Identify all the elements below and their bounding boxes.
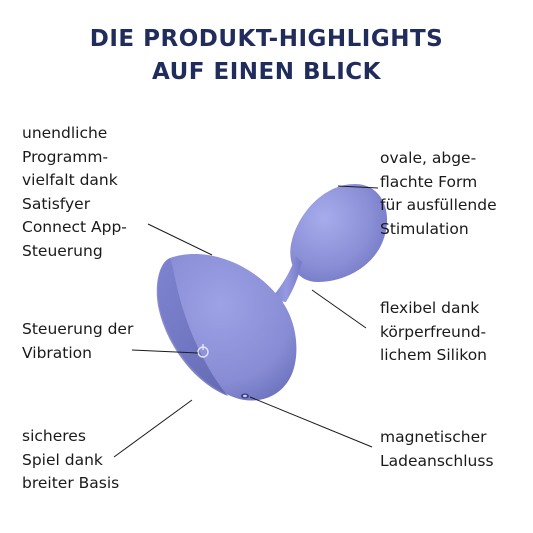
pointer-line-base [113, 399, 193, 458]
neck-shape [270, 256, 302, 302]
pointer-line-shape [337, 185, 379, 189]
feature-oval-shape: ovale, abge- flachte Form für ausfüllend… [380, 149, 497, 238]
heading-line-1: DIE PRODUKT-HIGHLIGHTS [89, 26, 444, 52]
charging-port-icon [241, 393, 249, 399]
feature-flexible-silicone: flexibel dank körperfreund- lichem Silik… [380, 299, 488, 364]
pointer-line-vibration [131, 349, 199, 354]
feature-app-control: unendliche Programm- vielfalt dank Satis… [22, 124, 127, 260]
base-flat-face [156, 258, 228, 396]
heading-line-2: AUF EINEN BLICK [152, 59, 381, 85]
pointer-line-silicone [311, 289, 367, 329]
bulb-shape [290, 184, 388, 282]
pointer-line-app [147, 223, 213, 256]
pointer-line-charging [249, 396, 373, 448]
feature-safe-base: sicheres Spiel dank breiter Basis [22, 427, 120, 492]
feature-vibration-control: Steuerung der Vibration [22, 320, 134, 362]
power-button-icon[interactable] [197, 344, 209, 358]
feature-magnetic-charging: magnetischer Ladeanschluss [380, 428, 494, 470]
